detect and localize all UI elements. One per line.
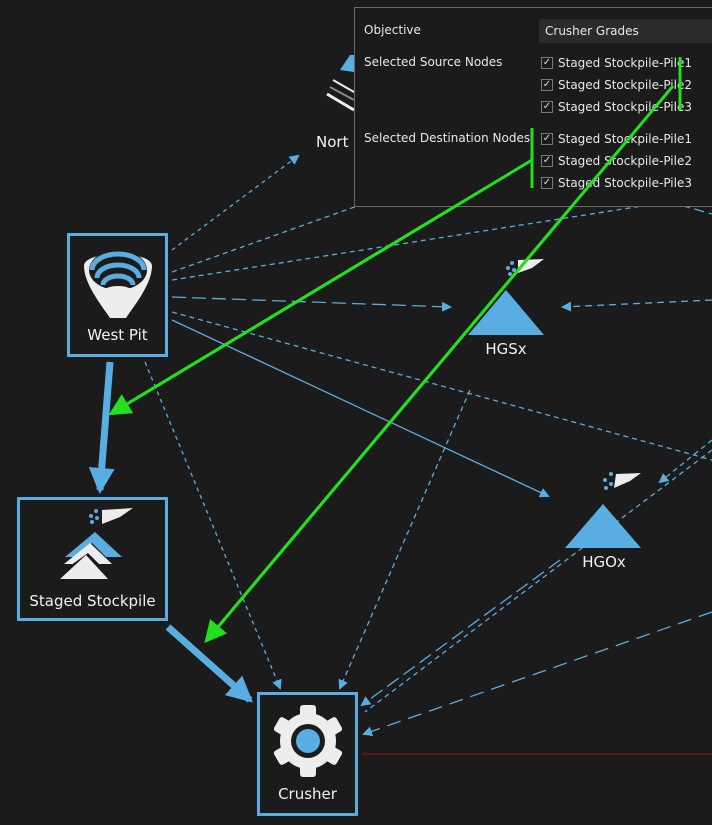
arc-east-crusher-2[interactable] [362,611,712,737]
stockpile-icon [60,508,133,579]
source-nodes-label: Selected Source Nodes [364,55,503,69]
arc-westpit-east1[interactable] [171,204,361,273]
crusher-label: Crusher [278,785,337,803]
staged-stockpile-label: Staged Stockpile [29,592,156,610]
checkbox-label: Staged Stockpile-Pile1 [558,132,692,146]
destination-nodes-label: Selected Destination Nodes [364,131,531,145]
checkbox-label: Staged Stockpile-Pile1 [558,56,692,70]
source-node-checkbox[interactable]: ✓ Staged Stockpile-Pile2 [541,76,692,94]
hgox-pile-icon [565,472,641,548]
checkbox-check-icon[interactable]: ✓ [541,177,553,189]
hgox-label: HGOx [582,553,626,571]
hgox-node[interactable] [565,472,641,548]
checkbox-check-icon[interactable]: ✓ [541,133,553,145]
arc-east-hgsx[interactable] [561,299,712,312]
objective-label: Objective [364,23,421,37]
checkbox-label: Staged Stockpile-Pile3 [558,176,692,190]
objective-field[interactable]: Crusher Grades [539,19,712,43]
north-node-icon[interactable] [326,55,355,112]
checkbox-label: Staged Stockpile-Pile2 [558,78,692,92]
gear-icon [273,705,343,777]
arc-westpit-north[interactable] [171,154,300,251]
checkbox-check-icon[interactable]: ✓ [541,57,553,69]
properties-panel: Objective Crusher Grades Selected Source… [354,7,712,207]
checkbox-check-icon[interactable]: ✓ [541,155,553,167]
arc-westpit-east3[interactable] [171,311,712,461]
hgsx-label: HGSx [485,340,527,358]
destination-node-checkbox[interactable]: ✓ Staged Stockpile-Pile3 [541,174,692,192]
arc-east-hgox[interactable] [658,439,712,484]
arc-westpit-east2[interactable] [171,194,712,281]
checkbox-check-icon[interactable]: ✓ [541,79,553,91]
destination-node-checkbox[interactable]: ✓ Staged Stockpile-Pile2 [541,152,692,170]
staged-stockpile-node[interactable]: Staged Stockpile [17,497,168,621]
arc-westpit-hgsx[interactable] [171,296,452,312]
source-node-checkbox[interactable]: ✓ Staged Stockpile-Pile1 [541,54,692,72]
west-pit-node[interactable]: West Pit [67,233,168,357]
checkbox-label: Staged Stockpile-Pile2 [558,154,692,168]
crusher-node[interactable]: Crusher [257,692,358,816]
checkbox-label: Staged Stockpile-Pile3 [558,100,692,114]
arc-hgox-crusher-1[interactable] [360,559,561,707]
hgsx-pile-icon [468,259,544,335]
west-pit-label: West Pit [87,326,148,344]
arc-stockpile-crusher[interactable] [165,624,253,703]
north-node-label: Nort [316,133,349,151]
checkbox-check-icon[interactable]: ✓ [541,101,553,113]
pit-icon [84,250,152,318]
source-node-checkbox[interactable]: ✓ Staged Stockpile-Pile3 [541,98,692,116]
destination-node-checkbox[interactable]: ✓ Staged Stockpile-Pile1 [541,130,692,148]
hgsx-node[interactable] [468,259,544,335]
arc-hgsx-crusher[interactable] [338,389,471,690]
arc-westpit-stockpile[interactable] [88,361,115,494]
